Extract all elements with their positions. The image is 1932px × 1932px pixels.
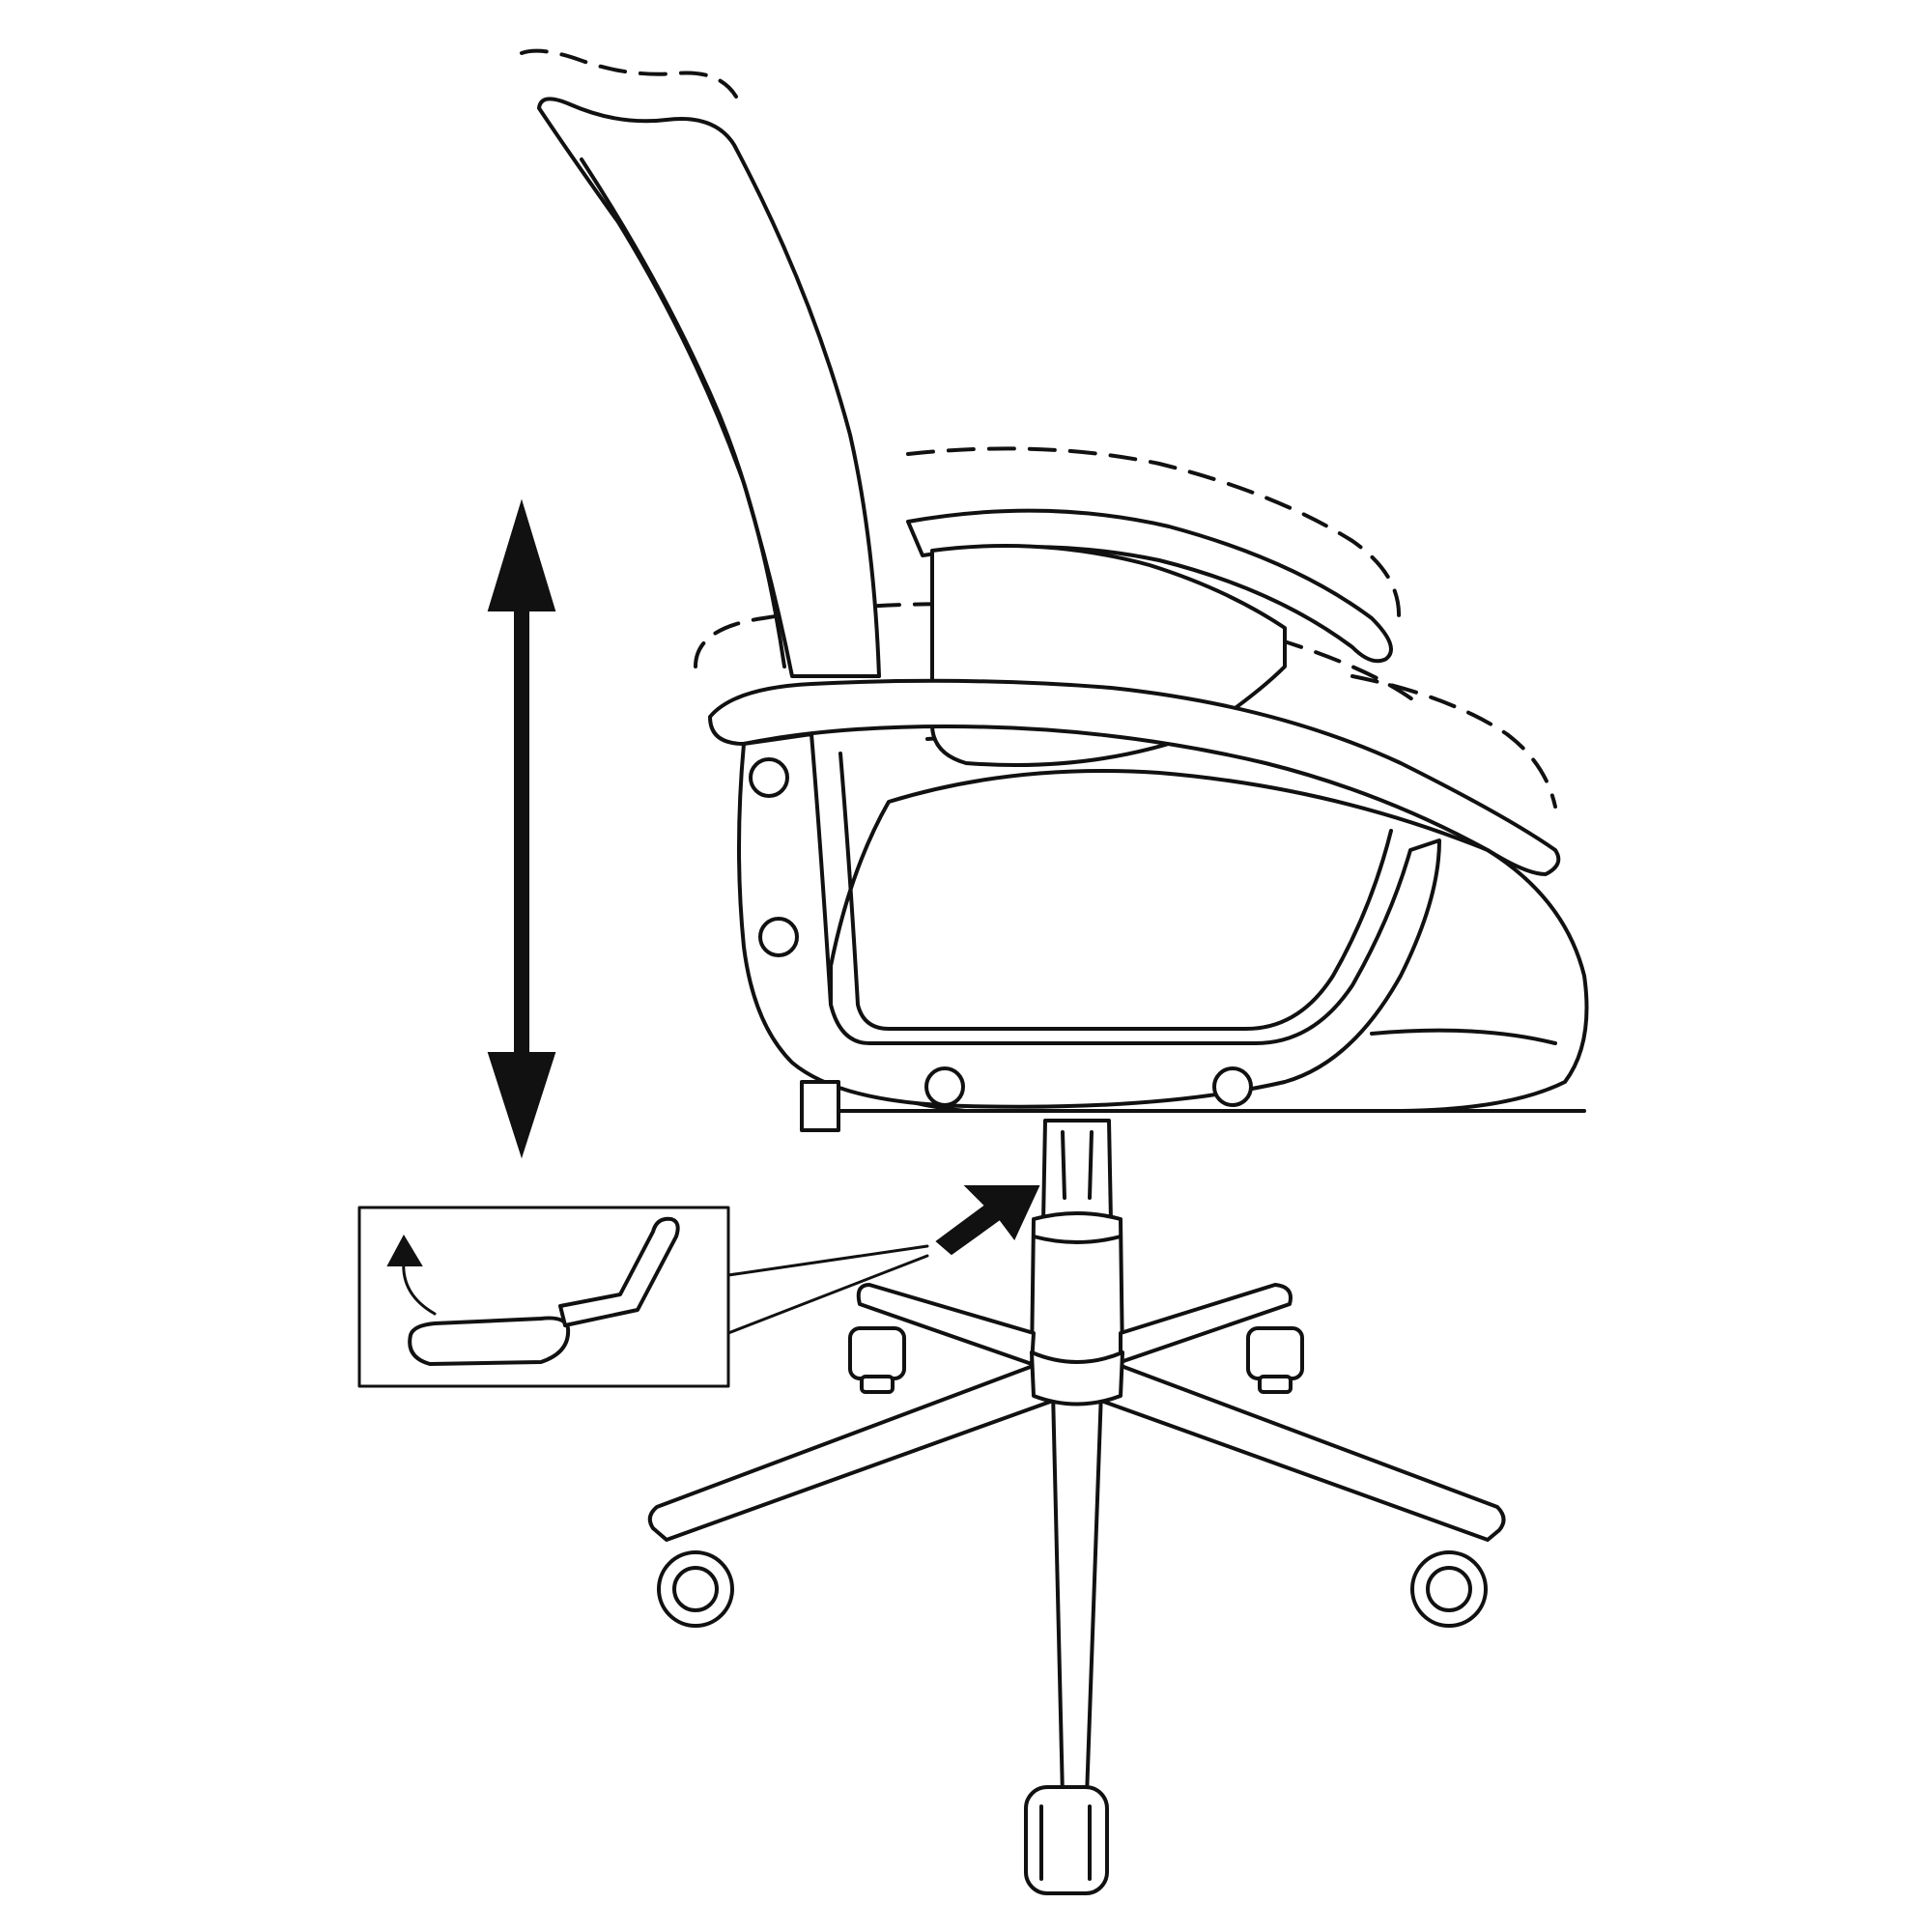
base-leg-front-left xyxy=(647,1360,1055,1542)
callout-line-lower xyxy=(726,1254,929,1335)
star-base xyxy=(647,1283,1506,1799)
caster-front-left-hub xyxy=(672,1566,719,1612)
inset-frame xyxy=(357,1206,730,1388)
backrest xyxy=(537,97,881,678)
gas-lift-slot xyxy=(1061,1130,1094,1200)
gas-lift xyxy=(1030,1119,1124,1372)
casters xyxy=(657,1326,1488,1895)
seat-mechanism xyxy=(800,1080,1586,1132)
caster-front-center-detail xyxy=(1039,1804,1092,1881)
lever-handle xyxy=(408,1316,571,1366)
callout-line-upper xyxy=(726,1244,929,1277)
caster-back-right-stem xyxy=(1258,1375,1293,1394)
raised-backrest-top-dashed xyxy=(520,48,738,99)
armrest-screw-3 xyxy=(924,1066,965,1107)
caster-back-right xyxy=(1246,1326,1304,1380)
pointer-arrow-icon xyxy=(935,1185,1040,1256)
base-leg-front-right xyxy=(1099,1360,1506,1542)
rear-armrest-bar xyxy=(906,508,1393,664)
lever-curved-arrow xyxy=(402,1259,437,1316)
armrest-top-bar xyxy=(708,678,1561,876)
base-hub xyxy=(1030,1350,1124,1406)
armrest-side-frame xyxy=(737,732,1441,1109)
tilt-bracket xyxy=(800,1080,840,1132)
caster-front-left xyxy=(657,1550,734,1628)
pointer-arrow-head xyxy=(935,1185,1040,1256)
arrow-shaft xyxy=(514,606,529,1062)
base-leg-back-left xyxy=(856,1283,1036,1366)
lever-rod xyxy=(558,1216,680,1327)
double-arrow-up-down-icon xyxy=(487,498,556,1159)
seat-bottom-curve xyxy=(1370,1028,1557,1045)
arrow-head-up xyxy=(487,498,556,611)
backrest-inner-edge xyxy=(580,157,786,668)
lever-pull-up-icon xyxy=(386,1216,680,1366)
armrest-screw-4 xyxy=(1212,1066,1253,1107)
caster-back-left xyxy=(848,1326,906,1380)
raised-seat-front-dashed xyxy=(1350,674,1557,809)
front-armrest xyxy=(708,678,1561,1109)
lever-curved-arrow-head xyxy=(386,1234,423,1266)
raised-armrest-dashed xyxy=(906,446,1402,620)
armrest-screw-2 xyxy=(758,917,799,957)
armrest-screw-1 xyxy=(749,757,789,798)
gas-lift-sleeve xyxy=(1030,1211,1124,1372)
gas-lift-sleeve-ring xyxy=(1032,1235,1122,1244)
caster-back-left-stem xyxy=(860,1375,895,1394)
armrest-inner-opening xyxy=(838,752,1393,1031)
gas-lift-upper xyxy=(1041,1119,1113,1224)
caster-front-center xyxy=(1024,1785,1109,1895)
caster-front-right xyxy=(1410,1550,1488,1628)
base-leg-front-center xyxy=(1051,1389,1103,1799)
lever-detail-inset xyxy=(357,1206,929,1388)
caster-front-right-hub xyxy=(1426,1566,1472,1612)
arrow-head-down xyxy=(487,1052,556,1159)
base-leg-back-right xyxy=(1119,1283,1293,1364)
